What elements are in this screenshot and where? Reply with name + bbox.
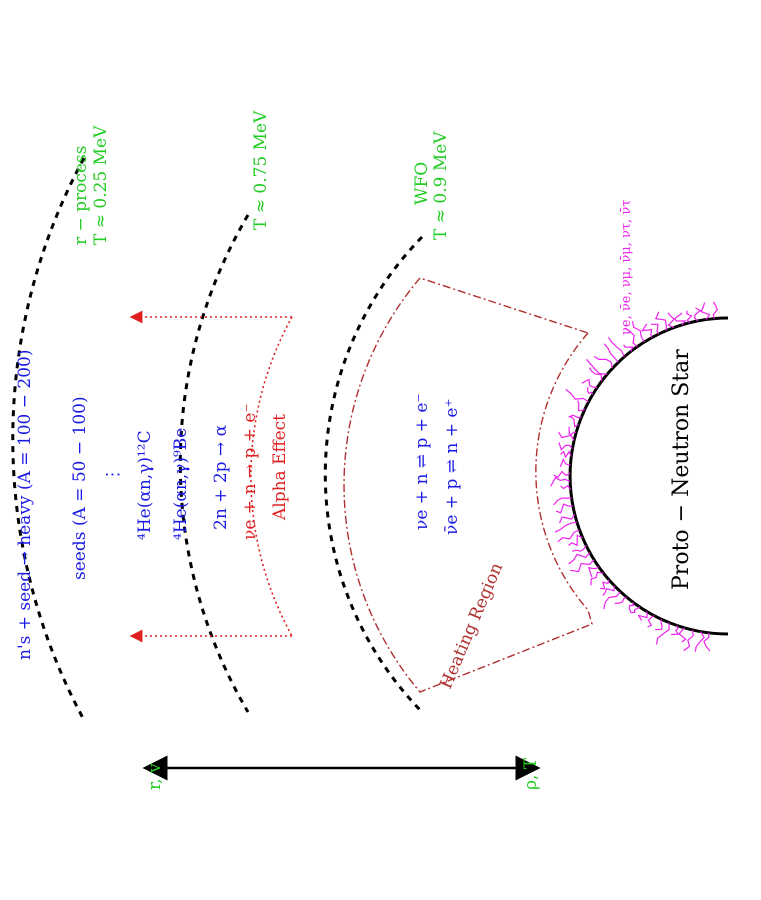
neutrino-spike (603, 343, 619, 363)
neutrino-spike (647, 615, 655, 628)
neutrino-spike (568, 426, 577, 436)
neutrino-spike (570, 559, 595, 573)
neutrino-spike (553, 497, 572, 506)
neutrino-spike (614, 596, 627, 605)
neutrino-spike (586, 386, 594, 395)
neutrino-spike (683, 629, 694, 652)
label-nubar-p-equilibrium: ν̄e + p ⇌ n + e⁺ (442, 399, 462, 535)
r-process-boundary-arc (11, 157, 86, 721)
neutrino-spike (670, 625, 680, 636)
neutrino-spike (650, 323, 660, 335)
proto-neutron-star-outline (568, 316, 729, 636)
neutrino-spike (603, 591, 621, 610)
neutrino-spike (586, 358, 608, 375)
neutrino-spike (558, 431, 575, 441)
neutrino-spike (565, 388, 589, 403)
neutrino-spike (568, 534, 583, 547)
alpha-effect-box (250, 316, 293, 637)
neutrino-spike (569, 414, 582, 419)
neutrino-spike (694, 631, 705, 652)
neutrino-spike (553, 470, 571, 479)
neutrino-spike (667, 312, 675, 329)
neutrino-spike (700, 302, 711, 320)
neutrino-spike (623, 344, 634, 352)
neutrino-spike (693, 307, 702, 322)
label-neutrino-flux: νe, ν̄e, νμ, ν̄μ, ντ, ν̄τ (619, 200, 634, 335)
neutrino-spike (568, 416, 579, 428)
neutrino-spike (600, 579, 610, 590)
neutrino-spike (625, 327, 638, 348)
neutrino-spike (631, 321, 645, 343)
neutrino-spike (654, 619, 663, 631)
neutrino-spike (654, 311, 667, 331)
label-nu-n-equilibrium: νe + n ⇌ p + e⁻ (412, 394, 432, 530)
neutrino-spike (593, 355, 613, 369)
label-proto-neutron-star: Proto − Neutron Star (669, 349, 694, 590)
neutrino-spike (678, 627, 687, 643)
neutrino-emission-spikes (550, 301, 718, 652)
label-seeds: seeds (A = 50 − 100) (70, 396, 90, 580)
label-he-be9: ⁴He(αn,γ)⁹Be (171, 428, 191, 540)
neutrino-spike (560, 485, 572, 491)
label-alpha-formation: 2n + 2p → α (211, 424, 231, 530)
neutrino-spike (558, 442, 573, 451)
label-heating-region: Heating Region (436, 560, 507, 692)
neutrino-spike (674, 312, 687, 326)
neutrino-spike (572, 544, 587, 552)
alpha-boundary-arc (178, 214, 250, 713)
label-r-process-temp: T ≈ 0.25 MeV (91, 125, 111, 245)
neutrino-spike (637, 611, 648, 621)
neutrino-spike (581, 378, 598, 389)
neutrino-spike (558, 513, 576, 524)
label-neutrino-capture: νe + n → p + e⁻ (240, 404, 260, 540)
label-dots: ⋮ (103, 466, 123, 483)
label-wfo: WFO (412, 162, 432, 205)
neutrino-spike (554, 521, 577, 533)
neutrino-spike (630, 606, 640, 614)
neutrino-spike (712, 301, 718, 319)
neutrino-spike (607, 336, 625, 358)
neutrino-spike (587, 566, 599, 578)
label-he-c12: ⁴He(αn,γ)¹²C (135, 430, 155, 540)
label-alpha-temp: T ≈ 0.75 MeV (251, 110, 271, 230)
neutrino-spike (602, 585, 615, 596)
neutrino-spike (559, 458, 571, 468)
neutrino-spike (703, 632, 711, 652)
neutrino-spike (590, 571, 604, 586)
heating-region-outline (343, 277, 593, 693)
label-axis-right: ρ, T (521, 757, 541, 790)
neutrino-spike (557, 529, 580, 543)
label-alpha-effect: Alpha Effect (270, 414, 290, 521)
neutrino-spike (628, 602, 635, 613)
neutrino-spike (655, 622, 670, 645)
neutrino-spike (560, 450, 572, 459)
neutrino-spike (555, 503, 573, 514)
neutrino-spike (577, 400, 586, 412)
neutrino-spike (588, 367, 603, 381)
neutrino-spike (686, 310, 693, 324)
neutrino-spike (641, 323, 653, 338)
label-r-process: r − process (71, 146, 91, 245)
label-heavy-reaction: n's + seed → heavy (A = 100 − 200) (15, 350, 35, 660)
neutrino-spike (568, 552, 591, 565)
wfo-boundary-arc (323, 235, 424, 714)
label-axis-left: r, v (145, 763, 165, 790)
neutrino-spike (550, 476, 571, 487)
label-wfo-temp: T ≈ 0.9 MeV (431, 131, 451, 240)
